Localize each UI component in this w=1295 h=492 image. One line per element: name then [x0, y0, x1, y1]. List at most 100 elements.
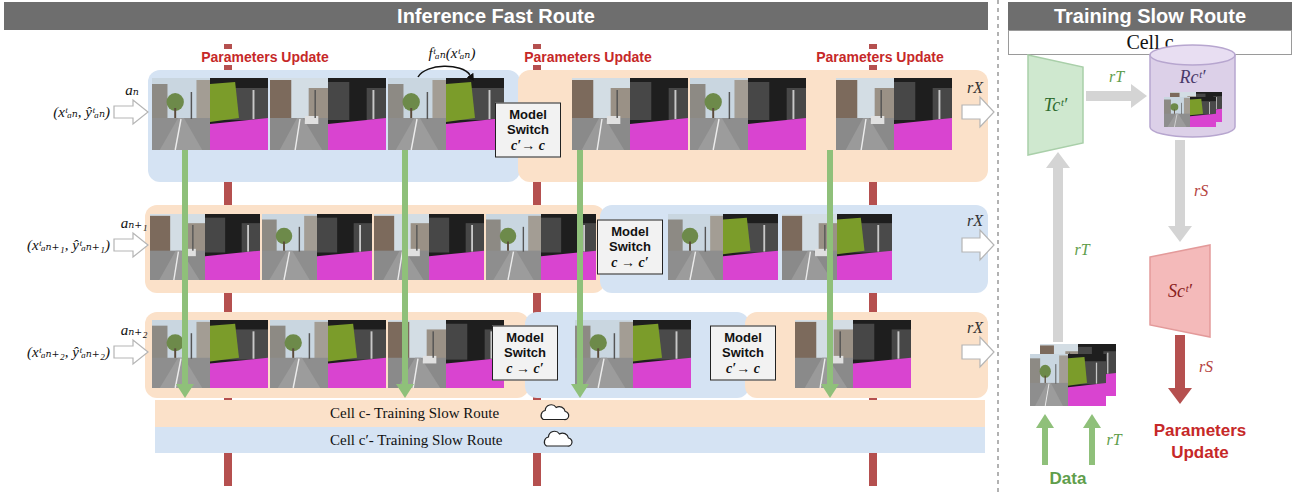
frame-image [328, 320, 386, 388]
data-input-arrow [1042, 428, 1048, 465]
switch-direction: c′→ c [715, 360, 771, 377]
agent-row-band [745, 312, 988, 398]
frame-image [205, 214, 260, 280]
input-arrow [114, 340, 148, 364]
input-arrow [114, 100, 148, 364]
inference-arrow [418, 66, 470, 77]
frame-image [894, 78, 952, 150]
reward-label: rX [967, 79, 983, 97]
frame-image [388, 320, 446, 388]
cylinder-top [1150, 45, 1235, 65]
edge-label: rS [1192, 182, 1210, 200]
agent-row-band [148, 70, 520, 182]
agent-row-band [145, 205, 605, 293]
output-arrow [962, 97, 994, 367]
data-flow-arrow [185, 150, 830, 384]
frame-image [853, 320, 911, 388]
switch-direction: c → c′ [497, 360, 553, 377]
frame-image [270, 320, 328, 388]
frame-image [210, 320, 268, 388]
frame-image [630, 78, 688, 150]
data-flow-arrow [402, 150, 408, 384]
flow-arrow [1086, 91, 1131, 101]
panel-divider [997, 0, 999, 492]
output-arrow [962, 337, 994, 367]
model-switch-box: Model Switchc′→ c [495, 103, 561, 158]
reward-label: rX [967, 212, 983, 230]
panel-header: Inference Fast Route [4, 2, 988, 30]
replay-cylinder-outline [1150, 45, 1235, 137]
frame-image [152, 78, 210, 150]
teacher-trapezoid: Tcᵗ′ [1028, 55, 1083, 155]
cloud-icon [544, 431, 572, 446]
rate-label: rT [1072, 241, 1091, 259]
data-input-arrow [1089, 428, 1095, 465]
flow-arrow [1175, 140, 1185, 226]
agent-row-band [518, 70, 988, 182]
frame-image [150, 214, 205, 280]
cloud-icon [541, 405, 569, 420]
data-flow-arrow [827, 150, 833, 384]
switch-title: Model Switch [497, 330, 553, 360]
input-label: (xᵗₐₙ₊₂, ŷᵗₐₙ₊₂) [27, 343, 110, 361]
buffer-symbol: Rcᵗ′ [1180, 67, 1206, 88]
frame-image [429, 214, 484, 280]
stored-image [1190, 97, 1216, 127]
model-switch-box: Model Switchc → c′ [492, 326, 558, 381]
data-label: Data [1050, 469, 1087, 489]
cloud-icon [544, 431, 572, 446]
trapezoid-outline [1028, 55, 1083, 155]
training-route-band: Cell c′- Training Slow Route [155, 427, 985, 453]
reward-label: rX [967, 319, 983, 337]
switch-direction: c → c′ [602, 254, 658, 271]
frame-image [748, 78, 806, 150]
frame-image [541, 214, 596, 280]
panel-header: Training Slow Route [1008, 2, 1292, 30]
input-label: (xᵗₐₙ, ŷᵗₐₙ) [53, 103, 110, 121]
trapezoid-outline [1150, 245, 1210, 337]
agent-row-band [145, 312, 529, 398]
output-arrow [962, 97, 994, 127]
data-image [1030, 354, 1068, 406]
rate-label: rT [1104, 431, 1123, 449]
switch-title: Model Switch [715, 330, 771, 360]
frame-image [210, 78, 268, 150]
frame-image [328, 78, 386, 150]
frame-image [668, 214, 723, 280]
edge-label: rT [1107, 68, 1126, 86]
frame-image [150, 78, 952, 388]
rate-label: rS [1197, 358, 1215, 376]
data-flow-arrow [182, 150, 188, 384]
frame-image [486, 214, 541, 280]
update-arrow [1175, 335, 1185, 388]
data-image [1030, 344, 1116, 406]
cylinder-body [1150, 55, 1235, 137]
agent-label: aₙ₊₂ [121, 321, 148, 339]
band-title: Cell c- Training Slow Route [330, 405, 499, 422]
cell-title-box: Cell c [1008, 30, 1292, 55]
frame-image [837, 214, 892, 280]
model-symbol: Scᵗ′ [1168, 281, 1192, 302]
update-label: Parameters Update [813, 49, 947, 65]
panel-title: Inference Fast Route [397, 5, 595, 28]
frame-image [374, 214, 429, 280]
frame-image [270, 78, 328, 150]
data-image [1068, 354, 1106, 406]
frame-image [575, 320, 633, 388]
data-to-teacher-arrow [1053, 168, 1063, 342]
agent-row-band [145, 70, 988, 398]
update-label: Parameters Update [198, 49, 332, 65]
function-label: fᵗₐₙ(xᵗₐₙ) [429, 44, 476, 62]
update-label: Parameters Update [521, 49, 655, 65]
model-switch-box: Model Switchc′→ c [710, 326, 776, 381]
input-arrow [114, 233, 148, 257]
output-arrow [962, 230, 994, 260]
update-label: Parameters Update [1140, 420, 1260, 464]
switch-title: Model Switch [500, 107, 556, 137]
switch-direction: c′→ c [500, 137, 556, 154]
agent-label: aₙ₊₁ [121, 214, 148, 232]
agent-label: aₙ [125, 81, 139, 99]
frame-image [795, 320, 853, 388]
